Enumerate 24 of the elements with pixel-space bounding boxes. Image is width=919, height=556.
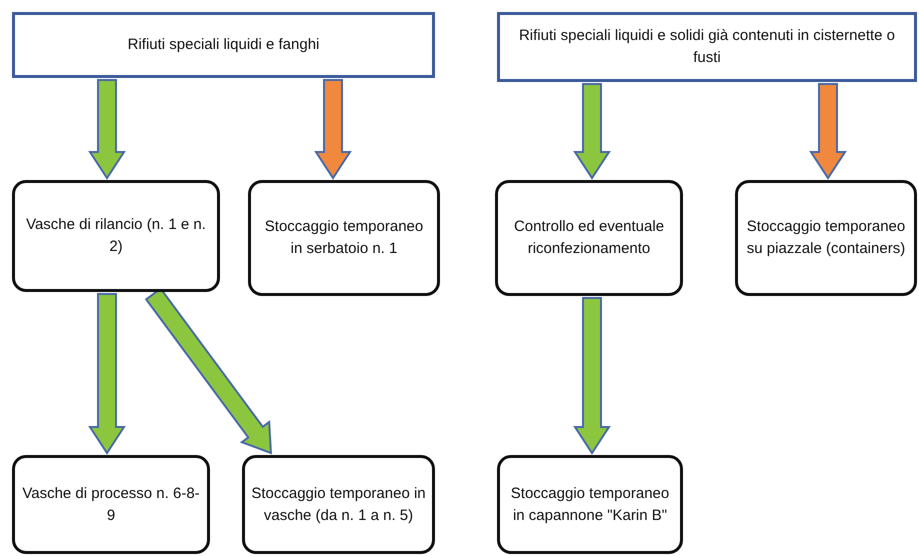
box-text: Stoccaggio temporaneo in capannone "Karin B" [510, 484, 670, 526]
process-box [248, 180, 440, 296]
block-arrow [88, 79, 126, 180]
process-box [12, 180, 220, 292]
box-text: Vasche di processo n. 6-8-9 [21, 484, 201, 526]
block-arrow [314, 79, 352, 180]
block-arrow [88, 293, 126, 455]
header-box [12, 12, 435, 78]
block-arrow [809, 83, 847, 180]
box-text: Stoccaggio temporaneo su piazzale (containers) [746, 217, 906, 259]
box-text: Rifiuti speciali liquidi e solidi già contenuti in cisternette o fusti [518, 26, 896, 68]
box-text: Vasche di rilancio (n. 1 e n. 2) [25, 215, 207, 257]
process-box [497, 455, 683, 554]
box-text: Rifiuti speciali liquidi e fanghi [126, 35, 320, 56]
process-box [242, 455, 435, 554]
box-text: Stoccaggio temporaneo in serbatoio n. 1 [264, 217, 424, 259]
process-box [735, 180, 917, 296]
process-box [495, 180, 683, 296]
block-arrow [573, 297, 611, 455]
box-text: Stoccaggio temporaneo in vasche (da n. 1 a n. 5) [250, 484, 427, 526]
block-arrow [573, 83, 611, 180]
process-box [12, 455, 210, 554]
box-text: Controllo ed eventuale riconfezionamento [512, 217, 666, 259]
header-box [497, 12, 917, 82]
